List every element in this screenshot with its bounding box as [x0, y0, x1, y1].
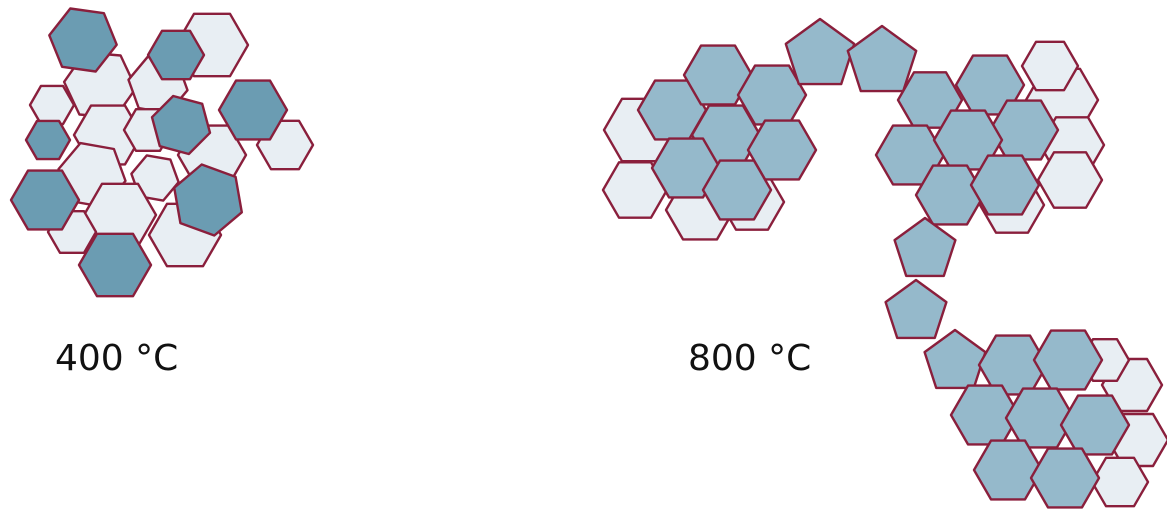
sintered-particle — [848, 26, 916, 91]
hexagonal-particle — [30, 86, 74, 124]
sintered-particle — [786, 19, 854, 84]
sintered-particle — [1031, 449, 1099, 508]
cluster-400c-group — [11, 9, 313, 297]
cluster-800c-group — [603, 19, 1167, 507]
label-400c: 400 °C — [55, 338, 178, 379]
sintered-particle — [886, 280, 947, 338]
sintered-particle — [974, 441, 1042, 500]
hexagonal-particle — [174, 165, 242, 236]
sintered-particle — [895, 218, 956, 276]
label-800c: 800 °C — [688, 338, 811, 379]
hexagonal-particle — [26, 121, 70, 159]
